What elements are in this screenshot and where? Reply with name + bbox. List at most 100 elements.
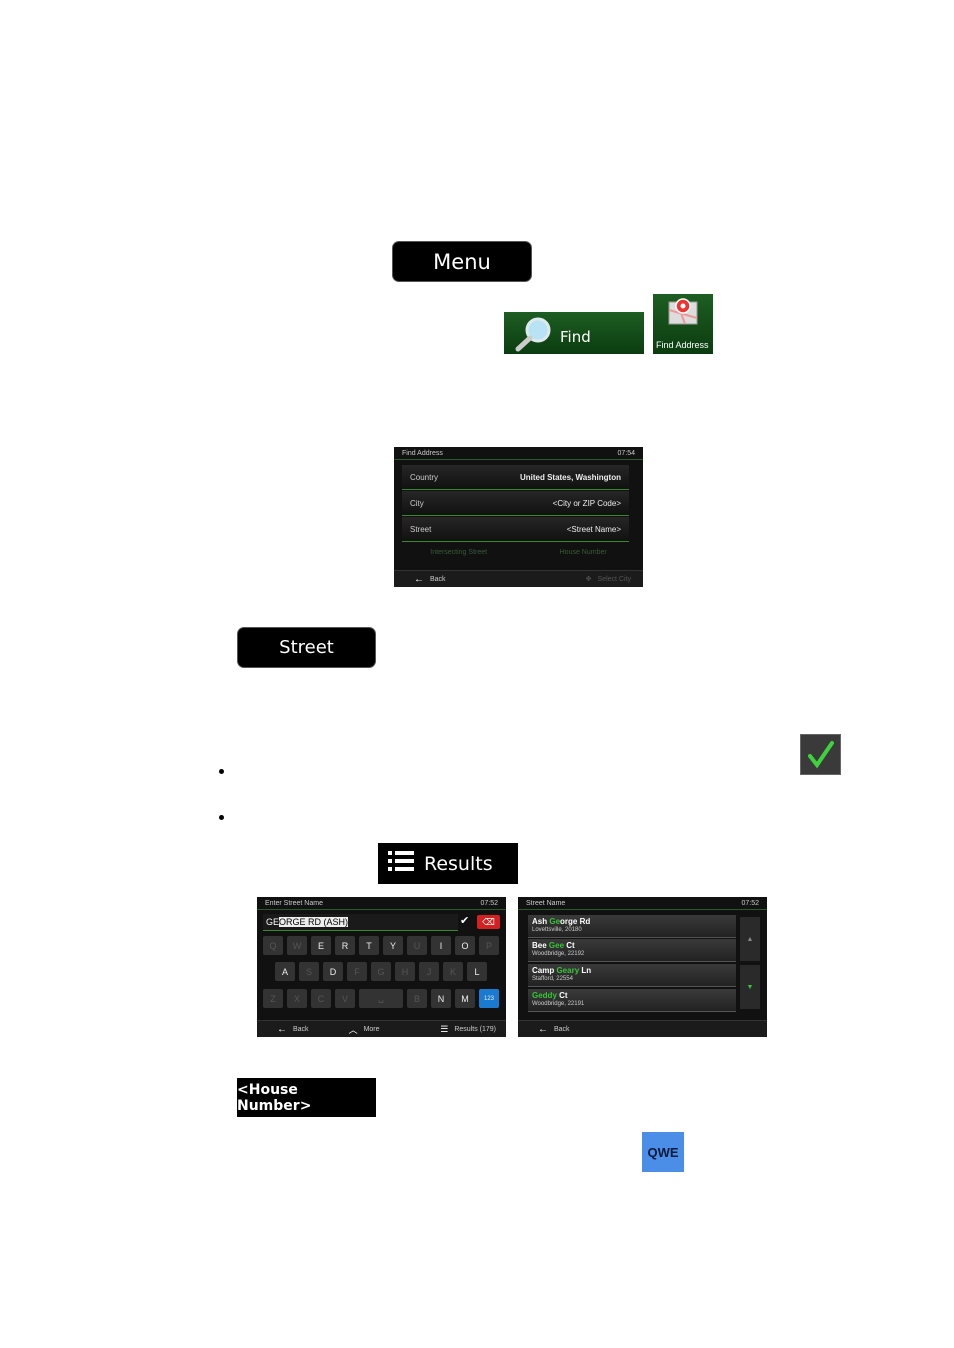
street-results-screen: Street Name 07:52 Ash George Rd Lovettsv… [518, 897, 767, 1037]
back-label: Back [554, 1025, 570, 1033]
more-button[interactable]: ︿ More [349, 1023, 380, 1036]
key-s[interactable]: S [299, 962, 319, 981]
back-button[interactable]: ← Back [277, 1024, 309, 1035]
find-button-label: Find [560, 328, 591, 346]
find-button[interactable]: Find [504, 312, 644, 354]
street-button-label: Street [279, 637, 334, 658]
find-address-button[interactable]: Find Address [653, 294, 713, 354]
result-item[interactable]: Bee Gee Ct Woodbridge, 22192 [528, 939, 736, 962]
back-label: Back [293, 1025, 309, 1033]
scroll-down-button[interactable]: ▼ [740, 965, 760, 1009]
city-row[interactable]: City <City or ZIP Code> [402, 491, 629, 516]
key-h[interactable]: H [395, 962, 415, 981]
results-button[interactable]: Results [378, 843, 518, 884]
key-p[interactable]: P [479, 936, 499, 955]
key-n[interactable]: N [431, 989, 451, 1008]
bottom-bar: ← Back ✥ Select City [394, 570, 643, 587]
key-j[interactable]: J [419, 962, 439, 981]
typed-text: GE [266, 917, 280, 927]
key-v[interactable]: V [335, 989, 355, 1008]
key-c[interactable]: C [311, 989, 331, 1008]
screen-title: Street Name [526, 899, 566, 907]
street-label: Street [410, 524, 432, 534]
qwe-label: QWE [647, 1144, 679, 1160]
country-label: Country [410, 472, 439, 482]
result-item[interactable]: Ash George Rd Lovettsville, 20180 [528, 915, 736, 938]
map-pin-icon [665, 296, 701, 339]
back-arrow-icon: ← [277, 1023, 287, 1035]
clock: 07:52 [741, 899, 759, 907]
house-number-button[interactable]: <House Number> [237, 1078, 376, 1117]
key-a[interactable]: A [275, 962, 295, 981]
key-l[interactable]: L [467, 962, 487, 981]
more-label: More [363, 1025, 380, 1033]
key-f[interactable]: F [347, 962, 367, 981]
results-count-label: Results (179) [454, 1025, 496, 1033]
key-b[interactable]: B [407, 989, 427, 1008]
menu-button[interactable]: Menu [393, 242, 531, 281]
status-bar: Street Name 07:52 [518, 897, 767, 910]
street-row[interactable]: Street <Street Name> [402, 517, 629, 542]
back-button[interactable]: ← Back [414, 574, 446, 585]
select-city-button: ✥ Select City [585, 575, 631, 584]
back-button[interactable]: ← Back [538, 1024, 570, 1035]
result-address: Woodbridge, 22191 [532, 1001, 585, 1007]
key-e[interactable]: E [311, 936, 331, 955]
key-t[interactable]: T [359, 936, 379, 955]
key-w[interactable]: W [287, 936, 307, 955]
city-value: <City or ZIP Code> [552, 498, 621, 508]
bottom-bar: ← Back [518, 1020, 767, 1037]
qwe-keyboard-button[interactable]: QWE [642, 1132, 684, 1172]
bottom-bar: ← Back ︿ More ☰ Results (179) [257, 1020, 506, 1037]
status-bar: Find Address 07:54 [394, 447, 643, 460]
key-d[interactable]: D [323, 962, 343, 981]
find-address-label: Find Address [656, 340, 709, 350]
key-o[interactable]: O [455, 936, 475, 955]
checkmark-icon [801, 741, 840, 778]
country-value: United States, Washington [519, 472, 621, 482]
accept-check-icon[interactable]: ✔ [460, 915, 470, 927]
back-arrow-icon: ← [538, 1023, 548, 1035]
status-bar: Enter Street Name 07:52 [257, 897, 506, 910]
key-123[interactable]: 123 [479, 989, 499, 1008]
find-address-screen: Find Address 07:54 Country United States… [394, 447, 643, 587]
menu-button-label: Menu [433, 249, 491, 274]
key-k[interactable]: K [443, 962, 463, 981]
delete-button[interactable]: ⌫ [477, 915, 500, 929]
key-r[interactable]: R [335, 936, 355, 955]
disabled-options: Intersecting Street House Number [394, 549, 643, 556]
key-x[interactable]: X [287, 989, 307, 1008]
clock: 07:52 [480, 899, 498, 907]
crosshair-icon: ✥ [585, 576, 592, 583]
result-name: Ash George Rd [532, 917, 591, 926]
house-number-label: <House Number> [237, 1081, 312, 1114]
list-icon [388, 850, 414, 877]
key-i[interactable]: I [431, 936, 451, 955]
result-item[interactable]: Geddy Ct Woodbridge, 22191 [528, 989, 736, 1012]
key-y[interactable]: Y [383, 936, 403, 955]
back-arrow-icon: ← [414, 573, 424, 585]
result-address: Woodbridge, 22192 [532, 951, 585, 957]
key-g[interactable]: G [371, 962, 391, 981]
screen-title: Enter Street Name [265, 899, 323, 907]
results-count-button[interactable]: ☰ Results (179) [440, 1024, 496, 1035]
key-m[interactable]: M [455, 989, 475, 1008]
country-row[interactable]: Country United States, Washington [402, 465, 629, 490]
screen-title: Find Address [402, 449, 443, 457]
bullet-1 [219, 769, 224, 774]
confirm-button[interactable] [800, 734, 841, 775]
key-q[interactable]: Q [263, 936, 283, 955]
clock: 07:54 [617, 449, 635, 457]
result-name: Bee Gee Ct [532, 941, 575, 950]
key-u[interactable]: U [407, 936, 427, 955]
result-item[interactable]: Camp Geary Ln Stafford, 22554 [528, 964, 736, 987]
key-z[interactable]: Z [263, 989, 283, 1008]
scroll-up-button[interactable]: ▲ [740, 917, 760, 961]
key-space[interactable]: ␣ [359, 989, 403, 1008]
select-city-label: Select City [597, 575, 631, 583]
result-address: Lovettsville, 20180 [532, 927, 582, 933]
street-button[interactable]: Street [238, 628, 375, 667]
result-name: Geddy Ct [532, 991, 568, 1000]
